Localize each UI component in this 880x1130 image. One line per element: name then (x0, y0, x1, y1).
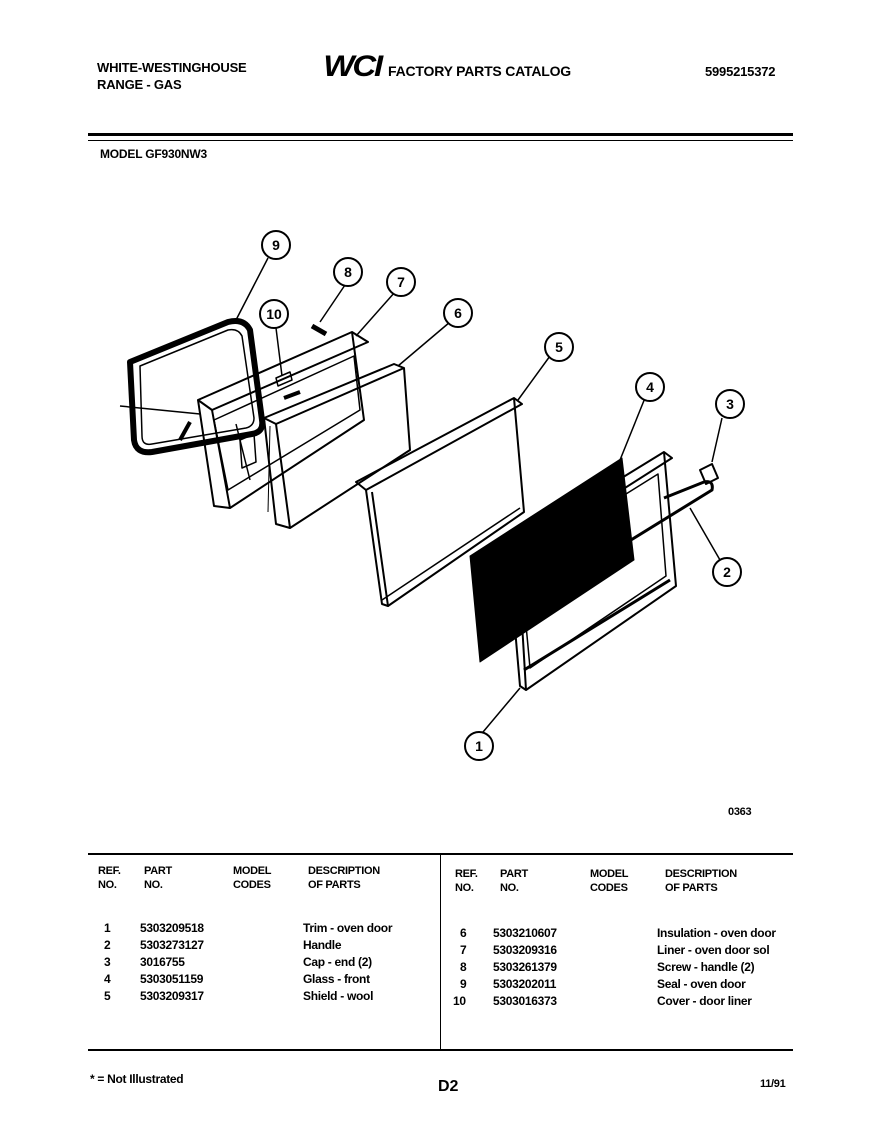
part-5-shield (355, 397, 525, 607)
part-description: Liner - oven door sol (657, 943, 770, 957)
part-description: Trim - oven door (303, 921, 393, 935)
figure-code: 0363 (728, 806, 752, 818)
part-no: 5303209518 (140, 921, 204, 935)
callout-1: 1 (464, 731, 494, 761)
not-illustrated-note: * = Not Illustrated (90, 1072, 184, 1086)
part-description: Screw - handle (2) (657, 960, 755, 974)
svg-text:1: 1 (475, 738, 483, 754)
right-ref-header: REF.NO. (455, 868, 478, 894)
part-7-liner (197, 331, 369, 509)
callout-10: 10 (259, 299, 289, 329)
ref-no: 5 (104, 989, 111, 1003)
part-no: 5303261379 (493, 960, 557, 974)
part-description: Seal - oven door (657, 977, 746, 991)
oven-door-exploded-diagram: 9 10 8 7 6 5 4 3 2 1 (119, 230, 745, 761)
part-no: 5303209317 (140, 989, 204, 1003)
svg-text:5: 5 (555, 339, 563, 355)
svg-text:10: 10 (266, 306, 282, 322)
wci-logo: WCI (323, 50, 383, 83)
callout-3: 3 (715, 389, 745, 419)
header-rule (88, 133, 793, 136)
header-rule-thin (88, 140, 793, 141)
ref-no: 10 (453, 994, 466, 1008)
part-description: Cap - end (2) (303, 955, 372, 969)
catalog-title: FACTORY PARTS CATALOG (388, 63, 571, 79)
svg-text:3: 3 (726, 396, 734, 412)
svg-text:8: 8 (344, 264, 352, 280)
part-8-screw (310, 323, 328, 337)
callout-9: 9 (261, 230, 291, 260)
table-divider (440, 853, 441, 1051)
page-number: D2 (438, 1078, 459, 1095)
model-label: MODEL GF930NW3 (100, 147, 207, 161)
svg-text:9: 9 (272, 237, 280, 253)
ref-no: 2 (104, 938, 111, 952)
ref-no: 1 (104, 921, 111, 935)
brand-line-1: WHITE-WESTINGHOUSE (97, 60, 247, 75)
svg-text:4: 4 (646, 379, 654, 395)
part-no: 5303273127 (140, 938, 204, 952)
part-no: 5303202011 (493, 977, 557, 991)
svg-text:2: 2 (723, 564, 731, 580)
ref-no: 3 (104, 955, 111, 969)
callout-4: 4 (635, 372, 665, 402)
part-no: 5303209316 (493, 943, 557, 957)
ref-no: 4 (104, 972, 111, 986)
part-no: 5303210607 (493, 926, 557, 940)
callout-5: 5 (544, 332, 574, 362)
part-6-insulation (263, 363, 411, 529)
part-no: 5303051159 (140, 972, 204, 986)
part-9-seal (127, 318, 266, 456)
part-description: Cover - door liner (657, 994, 752, 1008)
ref-no: 8 (460, 960, 467, 974)
part-2-handle (523, 480, 714, 608)
part-description: Handle (303, 938, 342, 952)
catalog-number: 5995215372 (705, 64, 776, 79)
left-ref-header: REF.NO. (98, 865, 121, 891)
callout-2: 2 (712, 557, 742, 587)
callout-8: 8 (333, 257, 363, 287)
svg-text:7: 7 (397, 274, 405, 290)
part-no: 3016755 (140, 955, 185, 969)
ref-no: 6 (460, 926, 467, 940)
ref-no: 7 (460, 943, 467, 957)
part-description: Shield - wool (303, 989, 374, 1003)
callout-7: 7 (386, 267, 416, 297)
part-no: 5303016373 (493, 994, 557, 1008)
part-description: Insulation - oven door (657, 926, 776, 940)
table-bottom-rule (88, 1049, 793, 1051)
callout-6: 6 (443, 298, 473, 328)
catalog-date: 11/91 (760, 1078, 786, 1090)
part-description: Glass - front (303, 972, 370, 986)
brand-line-2: RANGE - GAS (97, 77, 182, 92)
part-3-cap (699, 463, 719, 485)
ref-no: 9 (460, 977, 467, 991)
svg-text:6: 6 (454, 305, 462, 321)
